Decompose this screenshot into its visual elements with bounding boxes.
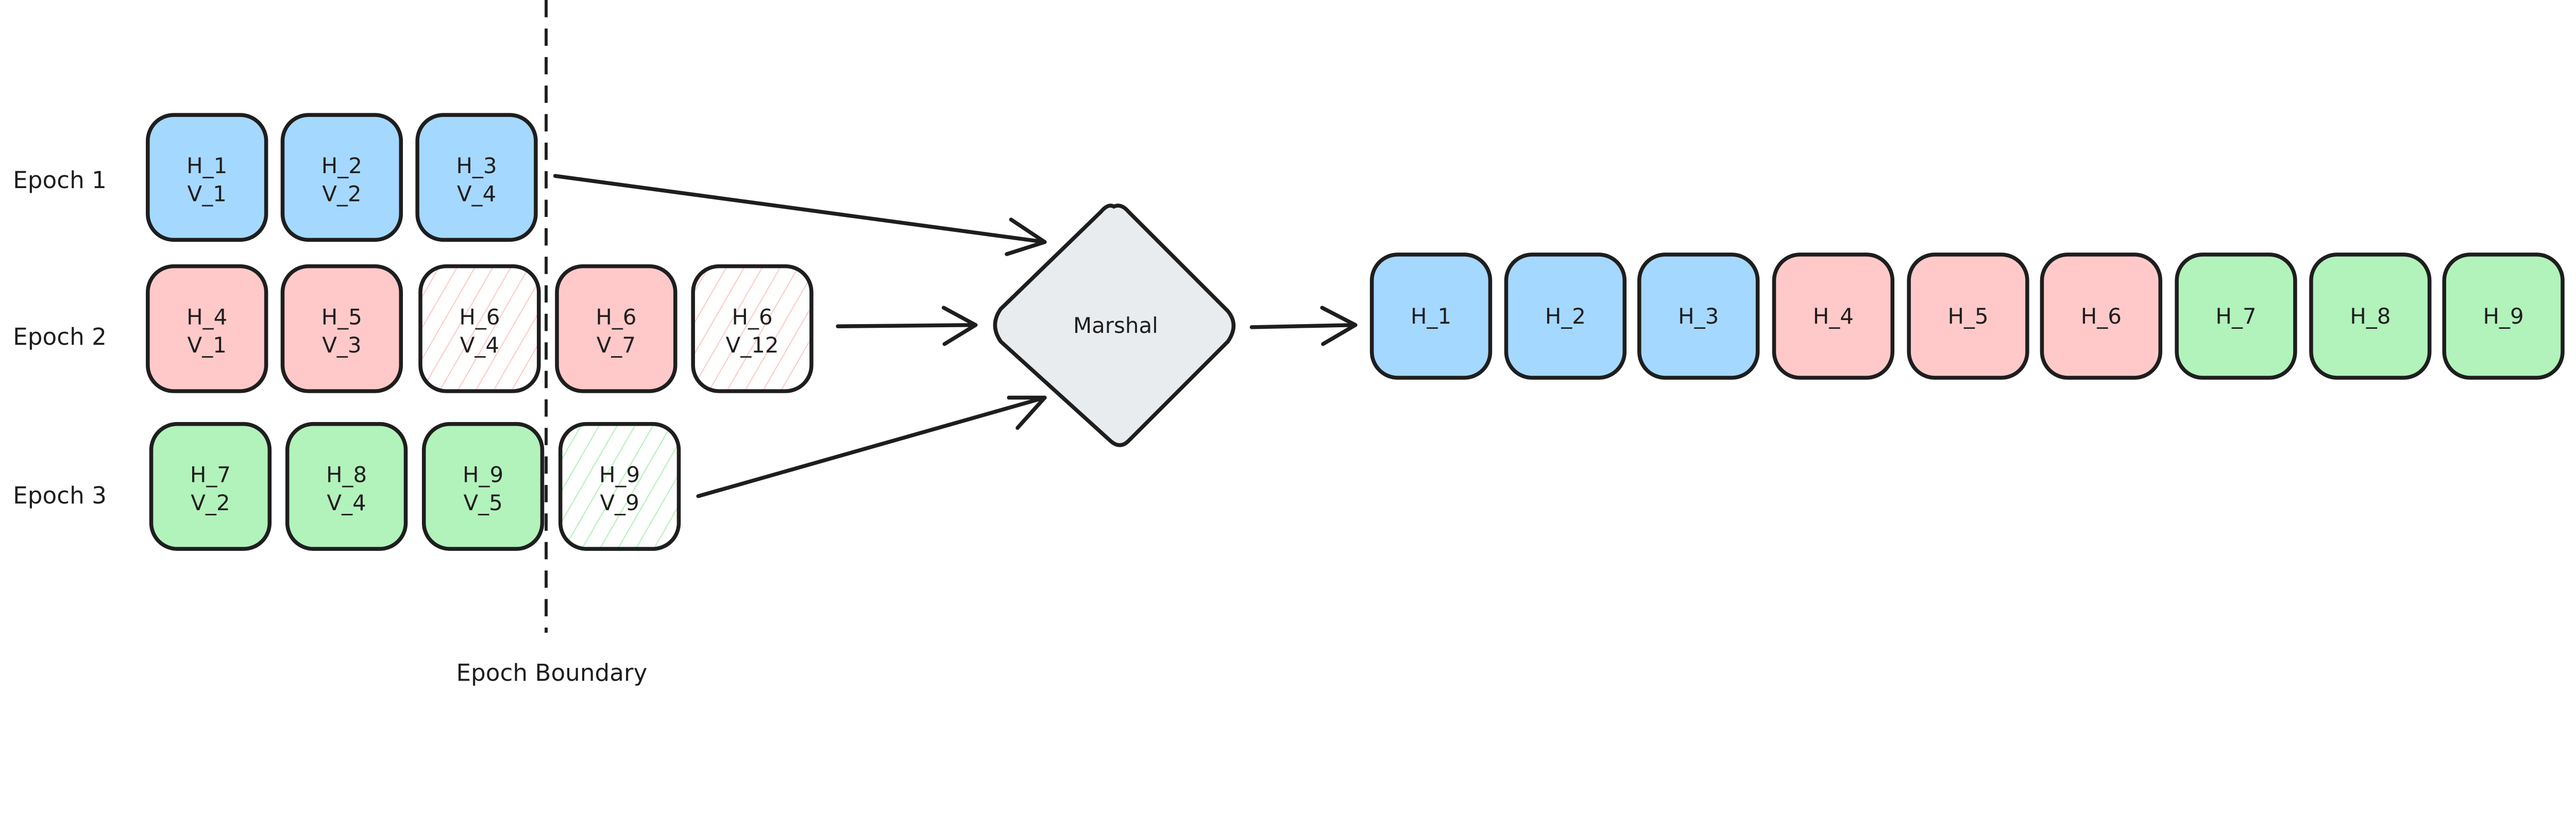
output-box-shape xyxy=(1772,253,1895,380)
arrow-epoch3-to-marshal xyxy=(696,395,1047,498)
epoch-label: Epoch 2 xyxy=(13,323,107,350)
record-box-shape xyxy=(280,264,403,393)
arrow-epoch2-to-marshal xyxy=(836,306,978,346)
output-h-label: H_1 xyxy=(1411,304,1451,329)
record-box-shape xyxy=(421,422,545,551)
record-h-label: H_6 xyxy=(732,304,773,329)
output-h-label: H_6 xyxy=(2081,304,2122,329)
record-h-label: H_1 xyxy=(187,153,227,178)
record-h-label: H_7 xyxy=(190,462,231,488)
record-box: H_1V_1 xyxy=(146,113,268,242)
record-h-label: H_9 xyxy=(463,462,503,488)
record-box-shape xyxy=(146,113,268,242)
epoch-label: Epoch 3 xyxy=(13,482,107,509)
arrow-marshal-to-output xyxy=(1249,306,1358,346)
record-h-label: H_3 xyxy=(456,153,497,178)
record-h-label: H_8 xyxy=(326,462,367,488)
record-v-label: V_2 xyxy=(322,181,361,206)
record-box-shape xyxy=(691,264,814,393)
record-box: H_6V_7 xyxy=(555,264,677,393)
output-h-label: H_9 xyxy=(2483,304,2524,329)
record-box: H_3V_4 xyxy=(415,113,538,242)
output-record-box: H_8 xyxy=(2309,253,2432,380)
record-v-label: V_1 xyxy=(188,181,227,206)
epoch-boundary-label: Epoch Boundary xyxy=(456,659,647,686)
epoch-row: Epoch 2H_4V_1H_5V_3H_6V_4H_6V_7H_6V_12 xyxy=(13,264,814,393)
output-box-shape xyxy=(2040,253,2162,380)
output-box-shape xyxy=(2175,253,2297,380)
record-v-label: V_7 xyxy=(597,332,636,358)
record-box: H_2V_2 xyxy=(280,113,403,242)
record-v-label: V_3 xyxy=(322,332,361,358)
output-box-shape xyxy=(1369,253,1493,380)
record-v-label: V_9 xyxy=(600,490,639,515)
record-v-label: V_12 xyxy=(726,332,779,358)
output-box-shape xyxy=(2442,253,2565,380)
record-v-label: V_4 xyxy=(327,490,366,515)
epoch-row: Epoch 1H_1V_1H_2V_2H_3V_4 xyxy=(13,113,538,242)
epoch-row: Epoch 3H_7V_2H_8V_4H_9V_5H_9V_9 xyxy=(13,422,681,551)
record-h-label: H_4 xyxy=(187,304,227,329)
epoch-label: Epoch 1 xyxy=(13,166,107,194)
output-box-shape xyxy=(1907,253,2029,380)
output-h-label: H_4 xyxy=(1813,304,1854,329)
record-h-label: H_5 xyxy=(321,304,362,329)
record-box-shape xyxy=(280,113,403,242)
record-h-label: H_6 xyxy=(596,304,636,329)
output-box-shape xyxy=(2309,253,2432,380)
marshal-node: Marshal xyxy=(993,204,1235,447)
record-box: H_4V_1 xyxy=(146,264,268,393)
record-box-shape xyxy=(555,264,677,393)
record-box-shape xyxy=(285,422,408,551)
record-box: H_9V_5 xyxy=(421,422,545,551)
output-record-box: H_6 xyxy=(2040,253,2162,380)
record-h-label: H_2 xyxy=(321,153,362,178)
marshal-label: Marshal xyxy=(1073,313,1158,338)
diagram-canvas: Epoch Boundary Epoch 1H_1V_1H_2V_2H_3V_4… xyxy=(13,0,2565,686)
output-box-shape xyxy=(1637,253,1760,380)
output-h-label: H_2 xyxy=(1545,304,1586,329)
marshal-diamond xyxy=(993,204,1235,447)
record-box: H_5V_3 xyxy=(280,264,403,393)
stale-record-box: H_9V_9 xyxy=(558,422,681,551)
stale-record-box: H_6V_4 xyxy=(418,264,541,393)
record-v-label: V_5 xyxy=(463,490,502,515)
output-h-label: H_7 xyxy=(2215,304,2256,329)
record-box: H_7V_2 xyxy=(149,422,272,551)
output-record-box: H_1 xyxy=(1369,253,1493,380)
record-v-label: V_4 xyxy=(457,181,496,206)
output-h-label: H_3 xyxy=(1678,304,1719,329)
output-record-box: H_2 xyxy=(1504,253,1627,380)
output-record-box: H_9 xyxy=(2442,253,2565,380)
record-v-label: V_2 xyxy=(191,490,230,515)
record-h-label: H_6 xyxy=(459,304,500,329)
output-h-label: H_5 xyxy=(1947,304,1988,329)
arrow-epoch1-to-marshal xyxy=(553,174,1047,256)
output-box-shape xyxy=(1504,253,1627,380)
record-h-label: H_9 xyxy=(599,462,640,488)
output-record-box: H_3 xyxy=(1637,253,1760,380)
record-box-shape xyxy=(415,113,538,242)
output-record-box: H_5 xyxy=(1907,253,2029,380)
record-box-shape xyxy=(146,264,268,393)
record-box-shape xyxy=(149,422,272,551)
output-sequence: H_1 H_2 H_3 H_4 H_5 H_6 H_7 H_8 H_9 xyxy=(1369,253,2565,380)
record-box-shape xyxy=(418,264,541,393)
record-box-shape xyxy=(558,422,681,551)
stale-record-box: H_6V_12 xyxy=(691,264,814,393)
output-record-box: H_4 xyxy=(1772,253,1895,380)
record-v-label: V_4 xyxy=(460,332,499,358)
record-v-label: V_1 xyxy=(188,332,227,358)
output-record-box: H_7 xyxy=(2175,253,2297,380)
record-box: H_8V_4 xyxy=(285,422,408,551)
output-h-label: H_8 xyxy=(2350,304,2391,329)
